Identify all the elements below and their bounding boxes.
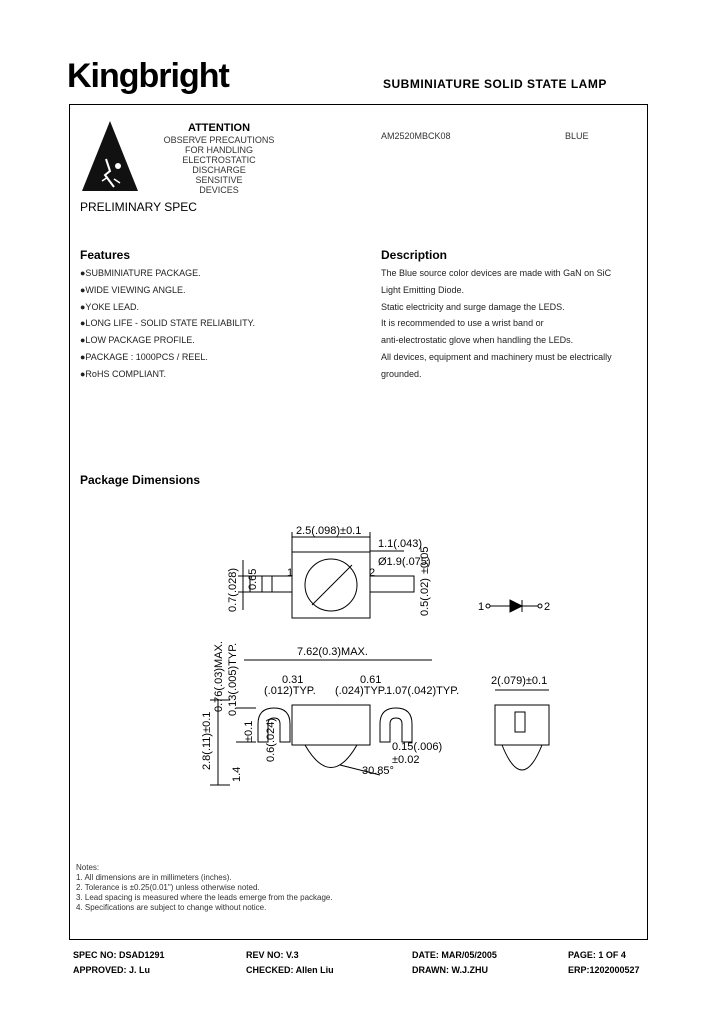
dim-max-length: 7.62(0.3)MAX. [297, 646, 368, 658]
lead-left [249, 575, 293, 593]
attention-line: OBSERVE PRECAUTIONS [163, 135, 275, 145]
esd-warning-icon [82, 121, 138, 191]
side-view-body [291, 704, 371, 746]
dim-013: 0.13(.005)TYP. [227, 643, 239, 716]
dim-lens-diameter: Ø1.9(.075) [378, 556, 431, 568]
dim-width: 2.5(.098)±0.1 [296, 525, 361, 537]
description-line: anti-electrostatic glove when handling t… [381, 335, 574, 346]
dim-107-typ: 1.07(.042)TYP. [386, 685, 459, 697]
description-line: Light Emitting Diode. [381, 284, 465, 295]
revision-number: REV NO: V.3 [246, 950, 299, 960]
page-number: PAGE: 1 OF 4 [568, 950, 626, 960]
dim-061: 0.61 [360, 674, 381, 686]
notes-block: Notes: 1. All dimensions are in millimet… [76, 863, 333, 913]
dim-031-typ: (.012)TYP. [264, 685, 316, 697]
features-heading: Features [80, 248, 131, 262]
feature-item: ●SUBMINIATURE PACKAGE. [80, 268, 201, 278]
attention-line: SENSITIVE [195, 175, 243, 185]
dim-002: ±0.02 [392, 754, 419, 766]
spec-frame [69, 104, 648, 940]
attention-line: FOR HANDLING [184, 145, 253, 155]
feature-item: ●RoHS COMPLIANT. [80, 368, 166, 379]
feature-item: ●PACKAGE : 1000PCS / REEL. [80, 351, 208, 362]
dim-tol-005: ±0.05 [419, 547, 431, 574]
date: DATE: MAR/05/2005 [412, 950, 497, 960]
package-dimensions-heading: Package Dimensions [80, 473, 201, 487]
dim-28: 2.8(.11)±0.1 [201, 712, 213, 770]
kingbright-logo: Kingbright [67, 57, 230, 95]
dim-side-width: 2(.079)±0.1 [491, 675, 547, 687]
notes-line: Notes: [76, 863, 100, 872]
lead-right-yoke [379, 707, 413, 743]
dim-06: 0.6(.024) [265, 718, 277, 762]
checked-by: CHECKED: Allen Liu [246, 965, 334, 975]
attention-line: DEVICES [199, 185, 239, 195]
dim-076: 0.76(.03)MAX. [213, 641, 225, 712]
drawn-by: DRAWN: W.J.ZHU [412, 965, 488, 975]
end-view-lens [501, 744, 543, 771]
top-view-body [291, 551, 371, 619]
end-view-body [494, 704, 550, 746]
dim-031: 0.31 [282, 674, 303, 686]
part-number: AM2520MBCK08 [381, 131, 451, 141]
dim-lens-offset: 1.1(.043) [378, 538, 422, 550]
attention-block: ATTENTION OBSERVE PRECAUTIONS FOR HANDLI… [150, 122, 288, 195]
dim-lead-h3: 0.5(.02) [419, 578, 431, 616]
dim-pin2: 2 [369, 567, 375, 579]
preliminary-spec-label: PRELIMINARY SPEC [80, 200, 197, 214]
description-line: grounded. [381, 368, 422, 379]
features-list: ●SUBMINIATURE PACKAGE. ●WIDE VIEWING ANG… [80, 265, 255, 383]
description-text: The Blue source color devices are made w… [381, 265, 612, 383]
spec-number: SPEC NO: DSAD1291 [73, 950, 165, 960]
attention-line: ELECTROSTATIC [182, 155, 256, 165]
attention-line: DISCHARGE [192, 165, 246, 175]
description-line: All devices, equipment and machinery mus… [381, 351, 612, 362]
description-heading: Description [381, 248, 448, 262]
description-line: The Blue source color devices are made w… [381, 268, 612, 278]
erp-number: ERP:1202000527 [568, 965, 640, 975]
dim-lead-h2: 0.65 [247, 569, 259, 590]
notes-line: 4. Specifications are subject to change … [76, 903, 267, 912]
document-title: SUBMINIATURE SOLID STATE LAMP [383, 77, 607, 91]
feature-item: ●WIDE VIEWING ANGLE. [80, 284, 186, 295]
dim-061-typ: (.024)TYP. [335, 685, 387, 697]
emitting-color: BLUE [565, 131, 589, 141]
side-view-lens [304, 744, 358, 768]
dim-14: 1.4 [231, 767, 243, 782]
schematic-pin1: 1 [478, 601, 484, 613]
lead-right [369, 575, 415, 593]
dim-angle: 30.85° [362, 765, 394, 777]
feature-item: ●LONG LIFE - SOLID STATE RELIABILITY. [80, 318, 255, 329]
dim-lead-h1: 0.7(.028) [227, 568, 239, 612]
description-line: Static electricity and surge damage the … [381, 301, 565, 312]
dim-015: 0.15(.006) [392, 741, 442, 753]
lens-circle [304, 558, 358, 612]
dim-01: ±0.1 [243, 721, 255, 742]
feature-item: ●YOKE LEAD. [80, 301, 139, 312]
notes-line: 1. All dimensions are in millimeters (in… [76, 873, 232, 882]
attention-title: ATTENTION [187, 122, 251, 134]
schematic-pin2: 2 [544, 601, 550, 613]
description-line: It is recommended to use a wrist band or [381, 318, 544, 329]
lead-left-yoke [257, 707, 291, 743]
approved-by: APPROVED: J. Lu [73, 965, 151, 975]
dim-pin1: 1 [287, 567, 293, 579]
notes-line: 2. Tolerance is ±0.25(0.01") unless othe… [76, 883, 260, 892]
feature-item: ●LOW PACKAGE PROFILE. [80, 335, 195, 346]
notes-line: 3. Lead spacing is measured where the le… [76, 893, 333, 902]
